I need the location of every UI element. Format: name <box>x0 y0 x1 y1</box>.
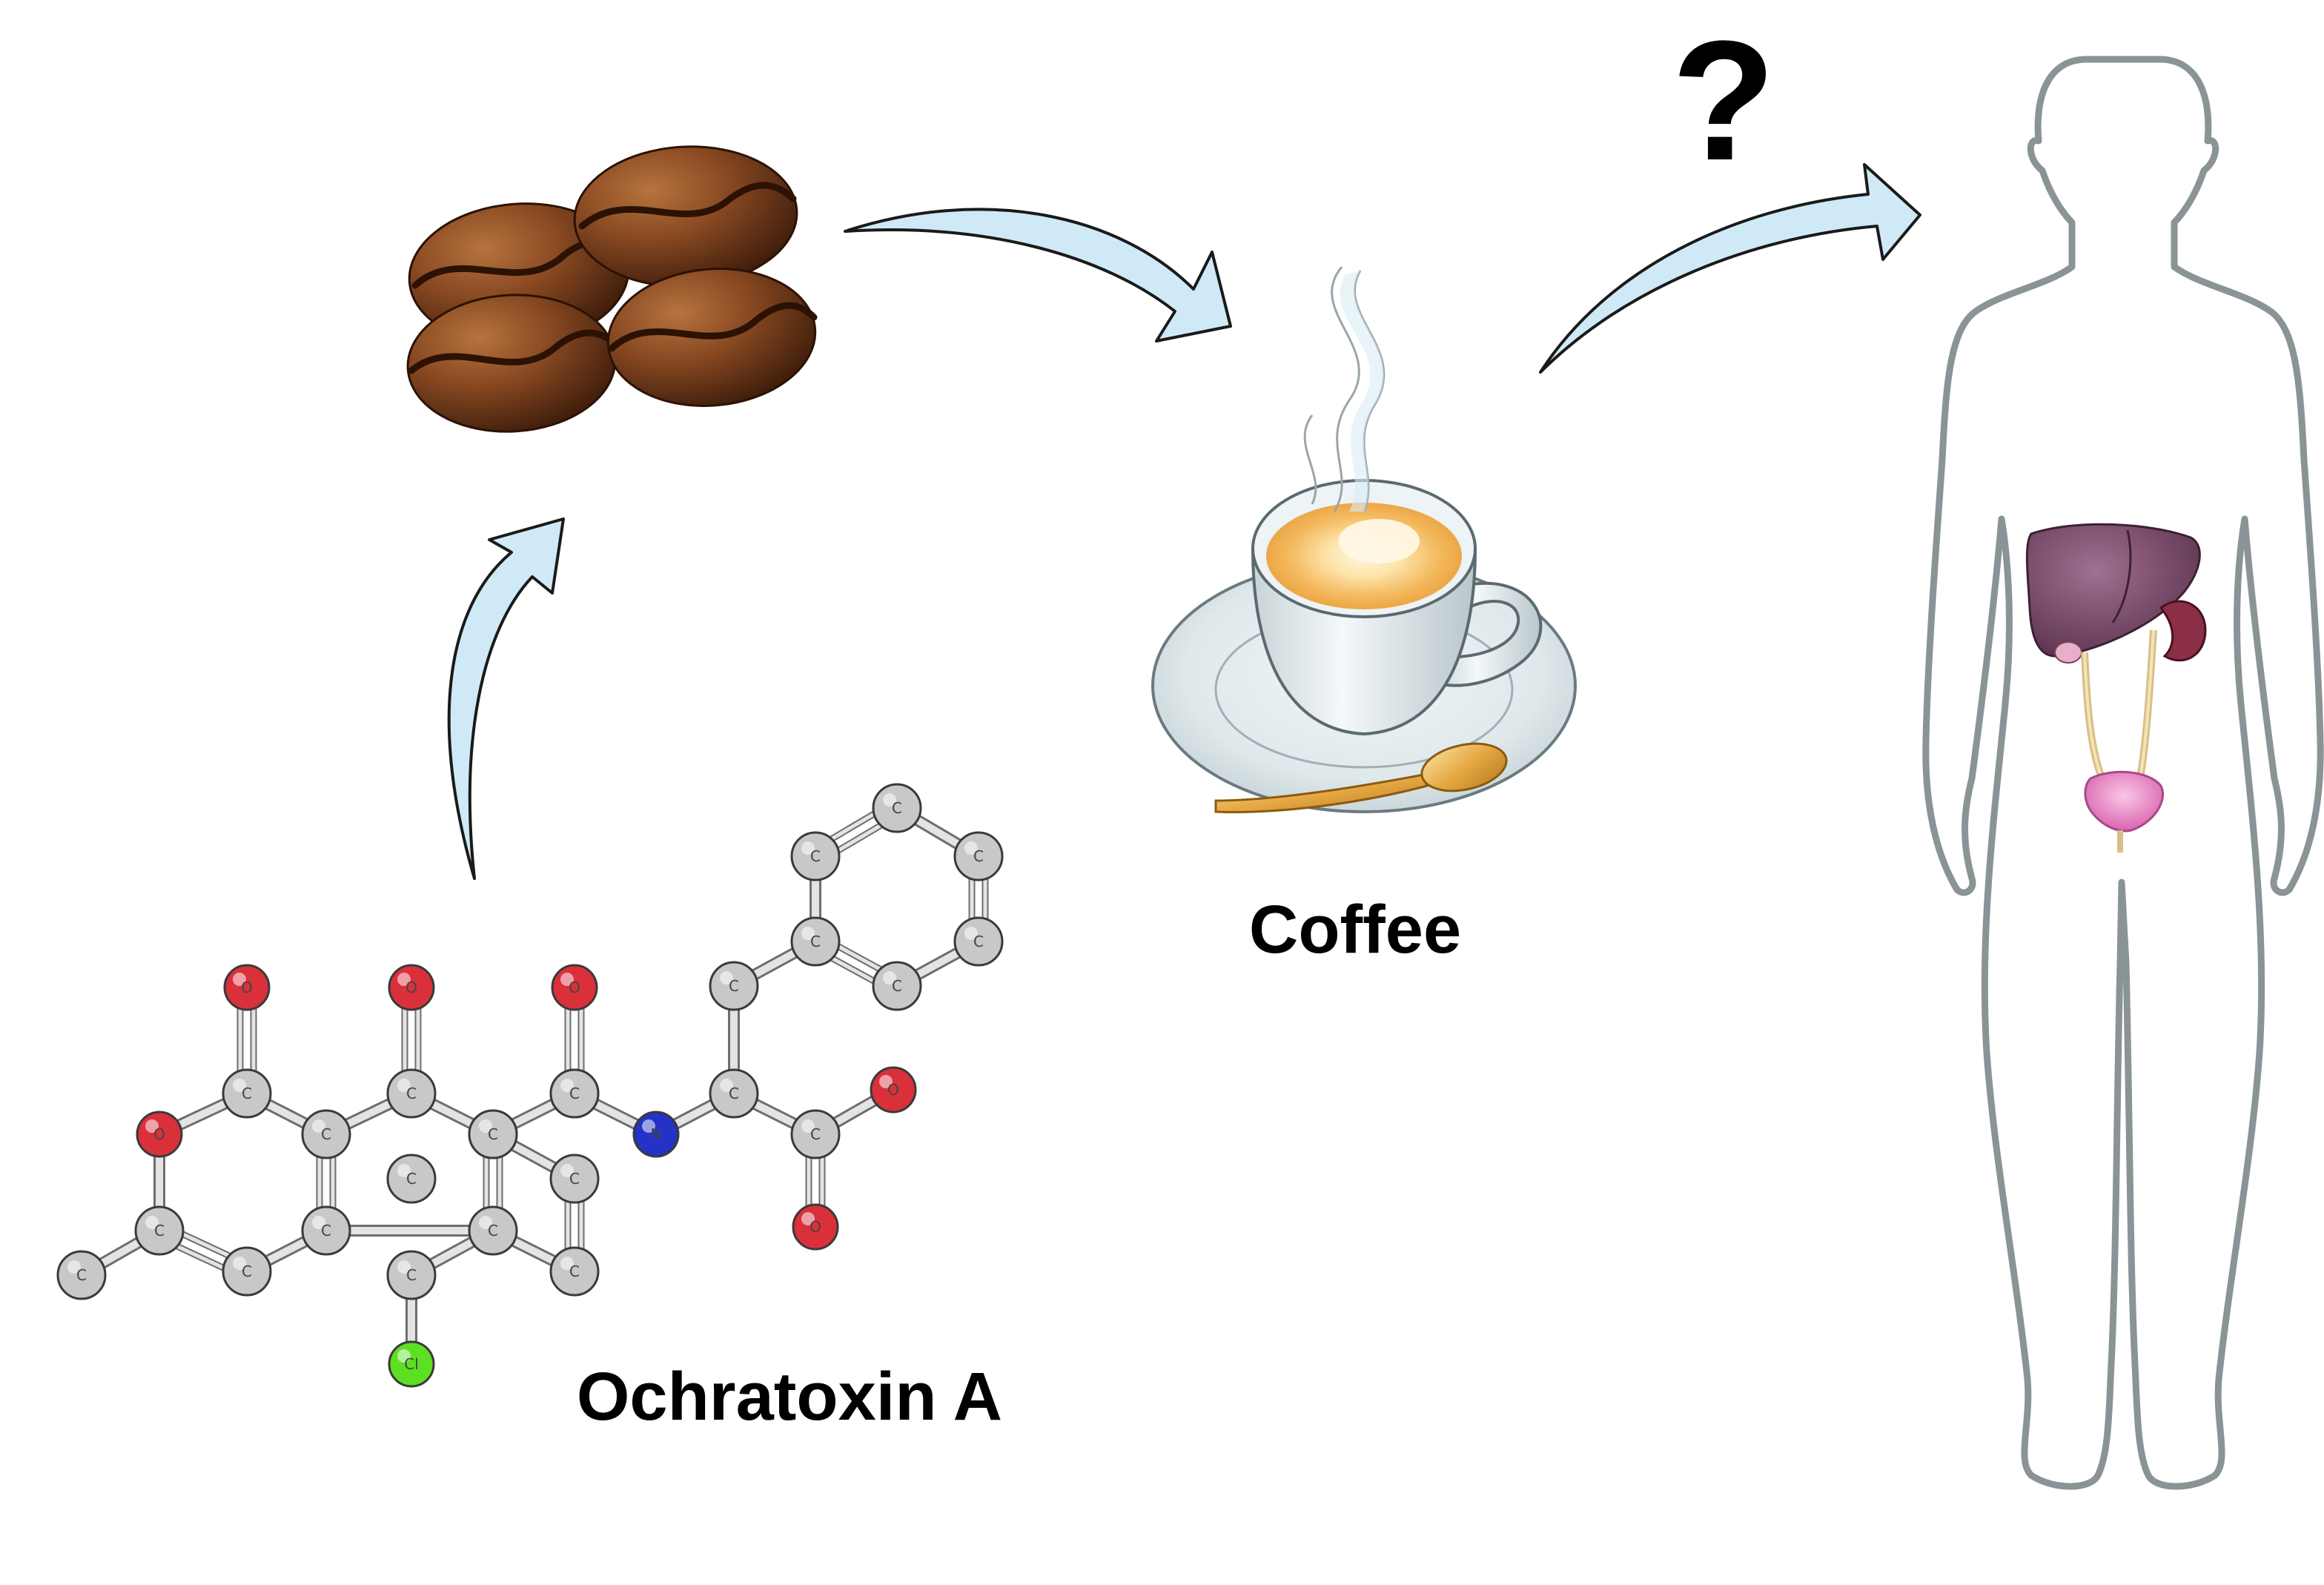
atom-highlight <box>720 971 733 985</box>
atom-label: C <box>973 933 984 950</box>
arrow-coffee-to-human <box>1539 163 1921 374</box>
human-organs <box>2025 523 2207 853</box>
atom-highlight <box>720 1079 733 1092</box>
ureter-right-inner <box>2137 629 2155 787</box>
atom-highlight <box>233 1079 246 1092</box>
atom-label: C <box>76 1266 87 1284</box>
spoon <box>1214 742 1508 813</box>
atom-label: C <box>810 1125 821 1143</box>
liver <box>2025 523 2201 658</box>
atom-highlight <box>560 973 574 986</box>
coffee-label: Coffee <box>1249 892 1461 967</box>
atom-highlight <box>964 927 978 940</box>
atom-label: C <box>892 799 902 817</box>
atom-label: O <box>153 1125 165 1143</box>
question-mark: ? <box>1672 5 1776 196</box>
atom-highlight <box>145 1216 159 1229</box>
atom-label: C <box>569 1085 580 1102</box>
atom-highlight <box>233 973 246 986</box>
atom-label: C <box>406 1085 417 1102</box>
ureter-left <box>2081 652 2109 788</box>
kidney-right <box>2159 600 2207 662</box>
atom-highlight <box>397 973 411 986</box>
coffee-cup-illustration <box>1151 266 1577 813</box>
atom-label: C <box>488 1222 498 1240</box>
atom-label: C <box>242 1085 252 1102</box>
atom-highlight <box>312 1119 325 1133</box>
atom-highlight <box>801 927 815 940</box>
atom-highlight <box>397 1349 411 1363</box>
arrow-beans-to-coffee <box>844 208 1232 343</box>
atom-label: C <box>321 1125 331 1143</box>
atom-highlight <box>964 841 978 855</box>
atom-label: C <box>406 1170 417 1188</box>
atom-label: C <box>729 977 739 995</box>
gallbladder <box>2054 641 2082 664</box>
human-body-outline <box>1922 56 2324 1490</box>
atom-highlight <box>397 1164 411 1177</box>
atom-highlight <box>397 1260 411 1274</box>
coffee-bean-4 <box>606 268 818 407</box>
atom-highlight <box>397 1079 411 1092</box>
atom-highlight <box>801 841 815 855</box>
atom-label: C <box>569 1170 580 1188</box>
atom-label: O <box>887 1081 899 1099</box>
atom-label: C <box>488 1125 498 1143</box>
atom-highlight <box>479 1216 492 1229</box>
atom-label: C <box>973 847 984 865</box>
atom-label: C <box>892 977 902 995</box>
atom-label: C <box>810 847 821 865</box>
atom-highlight <box>145 1119 159 1133</box>
atom-label: C <box>321 1222 331 1240</box>
atom-highlight <box>560 1164 574 1177</box>
atom-highlight <box>642 1119 655 1133</box>
coffee-beans-illustration <box>406 145 818 433</box>
atom-label: N <box>651 1125 662 1143</box>
atom-label: O <box>810 1218 821 1236</box>
atom-label: O <box>241 979 253 996</box>
atom-label: Cl <box>404 1355 419 1373</box>
atom-highlight <box>233 1257 246 1270</box>
atom-highlight <box>879 1075 893 1088</box>
bladder <box>2084 770 2165 833</box>
atom-highlight <box>560 1079 574 1092</box>
atom-highlight <box>883 971 896 985</box>
atom-label: C <box>810 933 821 950</box>
atom-highlight <box>883 793 896 807</box>
atom-label: C <box>729 1085 739 1102</box>
arrow-molecule-to-beans <box>447 517 565 880</box>
atom-highlight <box>479 1119 492 1133</box>
atom-label: C <box>406 1266 417 1284</box>
atom-highlight <box>67 1260 81 1274</box>
atom-label: C <box>242 1263 252 1280</box>
atom-highlight <box>801 1212 815 1225</box>
atom-label: C <box>569 1263 580 1280</box>
atom-highlight <box>312 1216 325 1229</box>
atom-label: C <box>154 1222 165 1240</box>
coffee-bean-2 <box>573 145 798 288</box>
ochratoxin-a-molecule: OCOCCCCCCOCCCClCCCONCCOOCCCCCCCCCC <box>56 783 1004 1388</box>
atom-label: O <box>569 979 580 996</box>
atom-highlight <box>560 1257 574 1270</box>
ochratoxin-a-label: Ochratoxin A <box>577 1359 1002 1435</box>
atom-highlight <box>801 1119 815 1133</box>
atom-label: O <box>405 979 417 996</box>
